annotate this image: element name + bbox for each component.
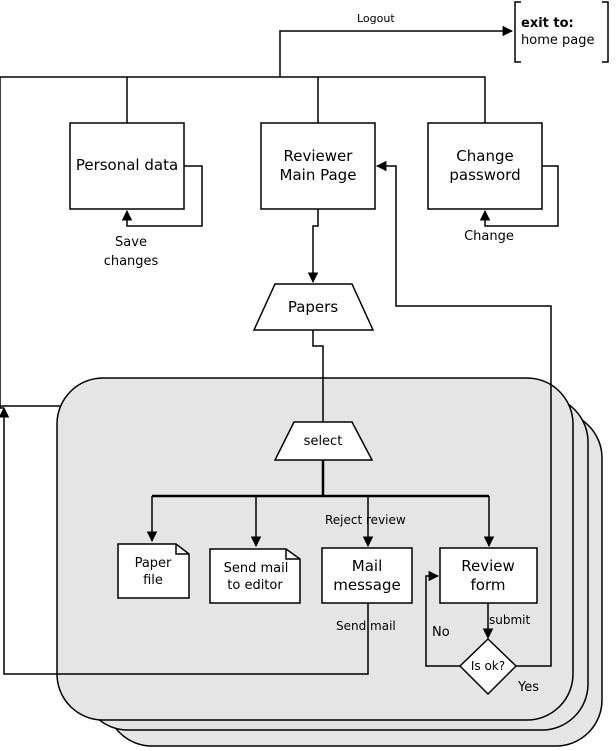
- node-reviewer-main-label-1: Reviewer: [284, 147, 354, 165]
- exit-bracket-left: [514, 1, 521, 63]
- node-personal-data-label: Personal data: [76, 156, 178, 174]
- node-mail-message-label-2: message: [333, 576, 400, 594]
- node-review-form[interactable]: [439, 547, 538, 604]
- edge-change: [479, 165, 559, 227]
- node-change-password[interactable]: [427, 122, 543, 210]
- edge-yes: [375, 160, 552, 667]
- node-paper-file[interactable]: [117, 543, 190, 599]
- label-save-changes-1: Save: [115, 235, 147, 250]
- send-mail-editor-fold: [285, 549, 300, 560]
- node-personal-data[interactable]: [69, 122, 185, 210]
- exit-bracket-right: [602, 1, 609, 63]
- label-send-mail: Send mail: [336, 619, 396, 633]
- node-mail-message[interactable]: [321, 547, 413, 604]
- edge-logout: [279, 25, 514, 77]
- label-save-changes-2: changes: [104, 254, 159, 269]
- edge-main-to-papers: [307, 209, 319, 284]
- node-send-mail-editor-label-1: Send mail: [224, 561, 289, 576]
- node-change-password-label-2: password: [449, 166, 520, 184]
- node-paper-file-label-2: file: [143, 573, 163, 588]
- node-review-form-label-1: Review: [461, 557, 515, 575]
- node-reviewer-main-page[interactable]: [260, 122, 376, 210]
- exit-title: exit to:: [521, 16, 574, 31]
- node-send-mail-editor[interactable]: [209, 548, 301, 604]
- label-no: No: [432, 625, 450, 640]
- node-select-label: select: [304, 434, 343, 449]
- node-review-form-label-2: form: [471, 576, 506, 594]
- edge-save-changes: [121, 165, 203, 227]
- edge-papers-to-select: [312, 330, 324, 422]
- label-yes: Yes: [517, 680, 539, 695]
- edge-no: [425, 570, 460, 667]
- node-papers[interactable]: [252, 283, 375, 331]
- node-reviewer-main-label-2: Main Page: [280, 166, 357, 184]
- label-reject-review: Reject review: [325, 513, 406, 527]
- node-send-mail-editor-label-2: to editor: [227, 578, 283, 593]
- exit-target: home page: [521, 33, 594, 48]
- node-papers-label: Papers: [288, 298, 338, 316]
- node-mail-message-label-1: Mail: [352, 557, 382, 575]
- exit-box[interactable]: exit to: home page: [514, 1, 609, 63]
- node-paper-file-label-1: Paper: [135, 556, 172, 571]
- node-is-ok[interactable]: [458, 637, 518, 696]
- panel-stack-front: [56, 377, 574, 721]
- label-logout: Logout: [357, 12, 395, 25]
- node-select[interactable]: [273, 421, 374, 461]
- edge-send-mail: [0, 406, 369, 675]
- label-submit: submit: [489, 613, 530, 627]
- node-is-ok-label: Is ok?: [471, 659, 505, 673]
- label-change: Change: [464, 229, 514, 244]
- paper-file-fold: [175, 544, 189, 555]
- node-change-password-label-1: Change: [456, 147, 513, 165]
